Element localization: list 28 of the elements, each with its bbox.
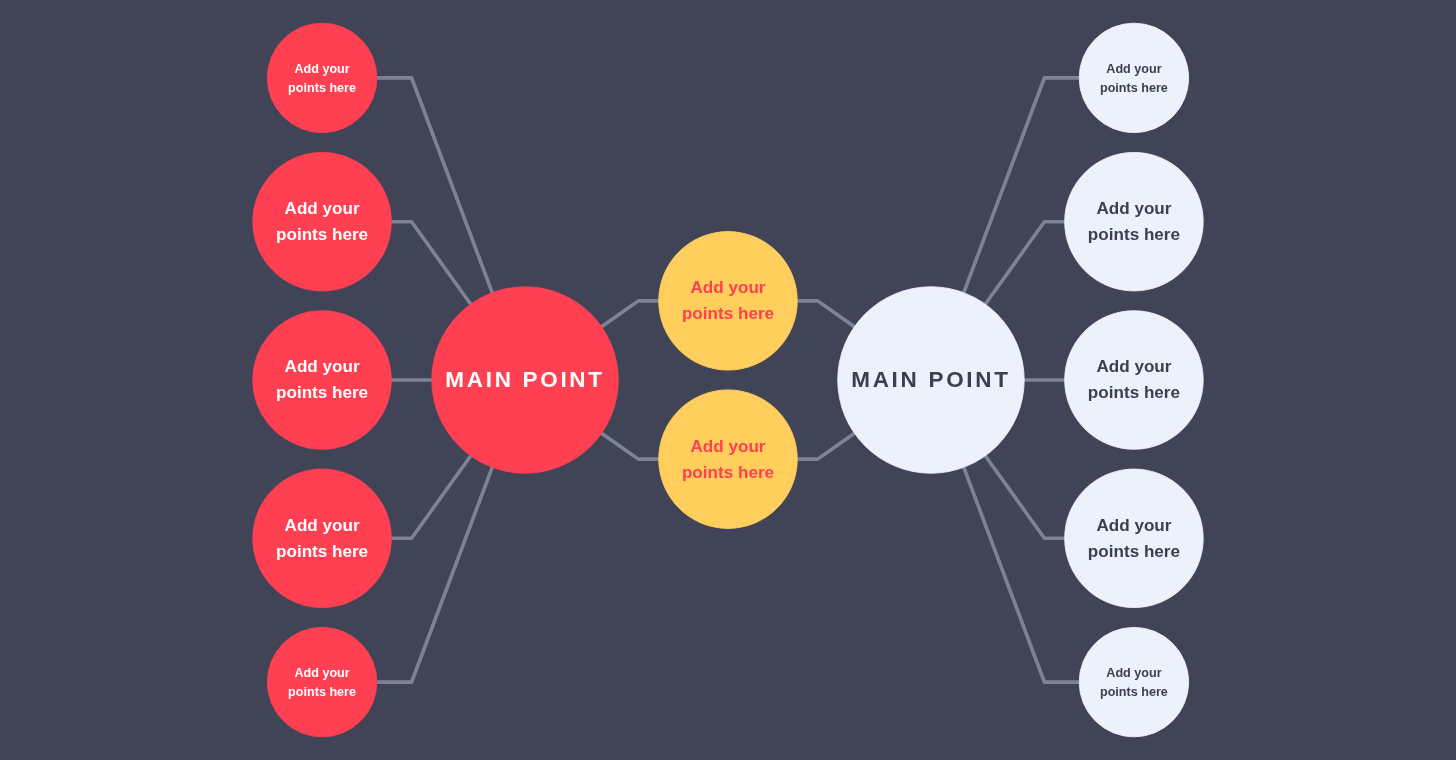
node-circle: Add your points here <box>252 151 392 292</box>
connector <box>962 76 1080 294</box>
node-circle: MAIN POINT <box>431 286 619 474</box>
connector <box>376 76 494 294</box>
node-circle: Add your points here <box>658 231 798 371</box>
connector <box>391 454 473 541</box>
node-circle: Add your points here <box>266 22 378 134</box>
node-circle: Add your points here <box>1078 626 1190 738</box>
connector <box>391 219 473 306</box>
connector <box>797 299 856 329</box>
node-circle: Add your points here <box>266 626 378 738</box>
node-circle: Add your points here <box>1064 151 1204 292</box>
connector <box>1024 378 1065 382</box>
node-circle: Add your points here <box>658 389 798 529</box>
connector <box>600 299 659 329</box>
node-circle: Add your points here <box>1078 22 1190 134</box>
connector <box>600 431 659 461</box>
node-circle: Add your points here <box>1064 310 1204 450</box>
connector <box>962 466 1080 684</box>
node-circle: Add your points here <box>252 310 392 450</box>
node-circle: Add your points here <box>252 468 392 609</box>
connector <box>983 454 1065 541</box>
node-circle: MAIN POINT <box>837 286 1025 474</box>
connector <box>797 431 856 461</box>
connector <box>376 466 494 684</box>
connector <box>391 378 432 382</box>
connector <box>983 219 1065 306</box>
node-circle: Add your points here <box>1064 468 1204 609</box>
